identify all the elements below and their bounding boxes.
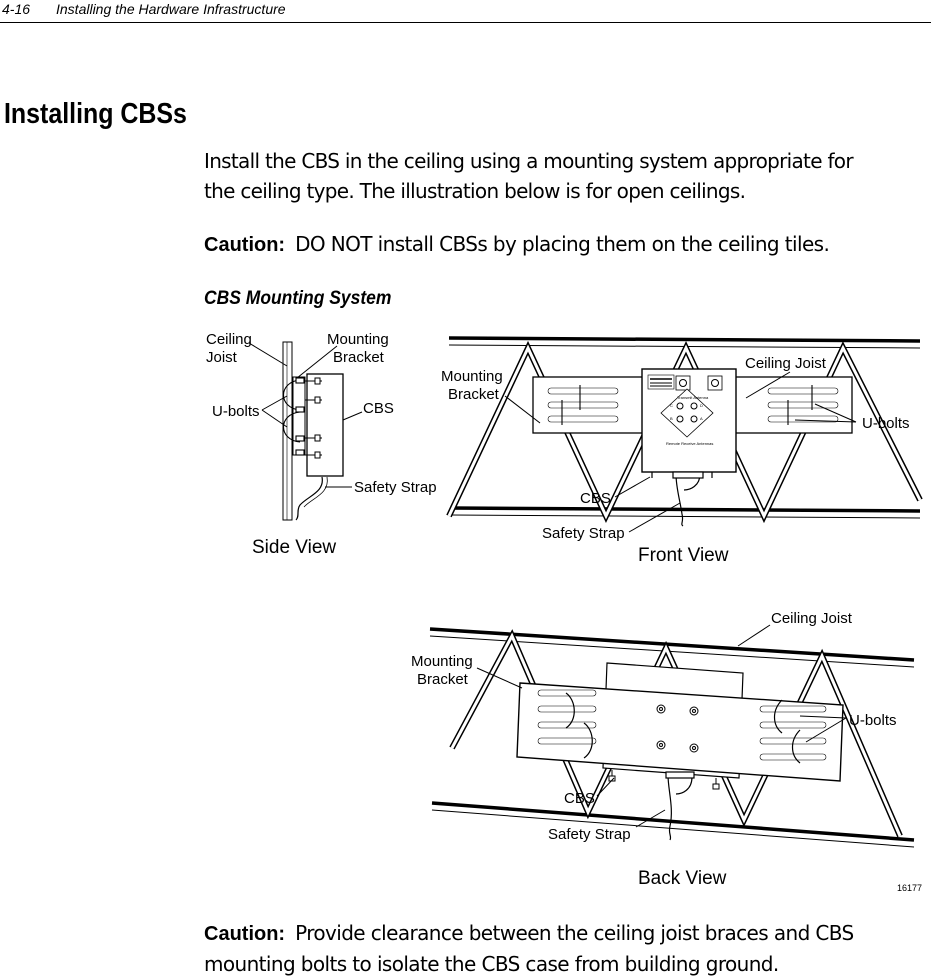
back-label-ceiling-joist: Ceiling Joist — [771, 610, 853, 627]
front-ubolts — [561, 385, 813, 425]
front-safety-strap — [651, 471, 713, 527]
back-label-safety-strap: Safety Strap — [548, 826, 631, 843]
back-view-drawing — [429, 624, 915, 848]
caution-bottom: Caution: Provide clearance between the ce… — [204, 918, 854, 979]
back-label-ubolts: U-bolts — [849, 712, 897, 729]
side-label-cbs: CBS — [363, 400, 394, 417]
side-mount-bolts — [305, 377, 322, 459]
back-view-caption: Back View — [638, 868, 727, 889]
port-c-label: C — [670, 403, 673, 408]
side-safety-strap — [295, 476, 323, 521]
running-header: 4-16 Installing the Hardware Infrastruct… — [0, 0, 931, 23]
side-mounting-bracket — [292, 376, 306, 456]
front-bracket-slots — [547, 387, 839, 423]
side-label-ceiling: Ceiling — [206, 331, 252, 348]
receive-antennas-label: Remote Receive Antennas — [666, 441, 713, 446]
front-view-drawing — [446, 336, 923, 533]
back-label-bracket: Bracket — [417, 671, 469, 688]
side-label-ubolts: U-bolts — [212, 403, 260, 420]
intro-line-1: Install the CBS in the ceiling using a m… — [204, 149, 854, 173]
transmit-port-1 — [675, 375, 691, 391]
back-bracket-bolts — [656, 704, 699, 753]
transmit-port-2 — [707, 375, 723, 391]
intro-paragraph: Install the CBS in the ceiling using a m… — [204, 146, 854, 206]
port-b-label: B — [670, 416, 673, 421]
figure-number: 16177 — [897, 883, 922, 893]
caution-label: Caution: — [204, 234, 286, 256]
side-view-caption: Side View — [252, 537, 336, 558]
back-ubolts — [565, 692, 801, 764]
back-label-cbs: CBS — [564, 790, 595, 807]
section-title: Installing CBSs — [4, 98, 187, 130]
front-label-mounting: Mounting — [441, 368, 503, 385]
front-label-ceiling-joist: Ceiling Joist — [745, 355, 827, 372]
caution-bottom-line-1: Provide clearance between the ceiling jo… — [295, 921, 854, 945]
caution-text: DO NOT install CBSs by placing them on t… — [295, 232, 830, 256]
caution-bottom-label: Caution: — [204, 923, 286, 945]
side-label-joist: Joist — [206, 349, 238, 366]
back-safety-strap — [665, 771, 695, 841]
caution-bottom-line-2: mounting bolts to isolate the CBS case f… — [204, 952, 779, 976]
front-label-bracket: Bracket — [448, 386, 500, 403]
caution-top: Caution: DO NOT install CBSs by placing t… — [204, 229, 830, 260]
back-label-mounting: Mounting — [411, 653, 473, 670]
page-number: 4-16 — [2, 1, 31, 17]
transmit-antenna-label: Transmit Antenna — [677, 395, 709, 400]
side-view-drawing — [248, 341, 363, 521]
back-mount-feet — [608, 770, 720, 790]
side-ubolts — [283, 377, 305, 456]
figure-title: CBS Mounting System — [204, 288, 392, 309]
product-label — [647, 374, 675, 390]
port-a-label: A — [700, 416, 703, 421]
side-ceiling-joist — [282, 341, 293, 521]
front-ceiling-joist — [446, 336, 923, 524]
side-label-bracket: Bracket — [333, 349, 385, 366]
front-label-safety-strap: Safety Strap — [542, 525, 625, 542]
front-label-cbs: CBS — [580, 490, 611, 507]
front-view-caption: Front View — [638, 545, 729, 566]
side-label-safety-strap: Safety Strap — [354, 479, 437, 496]
chapter-title: Installing the Hardware Infrastructure — [56, 1, 286, 17]
side-label-mounting: Mounting — [327, 331, 389, 348]
front-label-ubolts: U-bolts — [862, 415, 910, 432]
intro-line-2: the ceiling type. The illustration below… — [204, 179, 746, 203]
port-d-label: D — [700, 403, 703, 408]
receive-port-group — [660, 388, 714, 438]
back-ceiling-joist — [429, 627, 915, 848]
side-cbs-box — [306, 373, 344, 477]
